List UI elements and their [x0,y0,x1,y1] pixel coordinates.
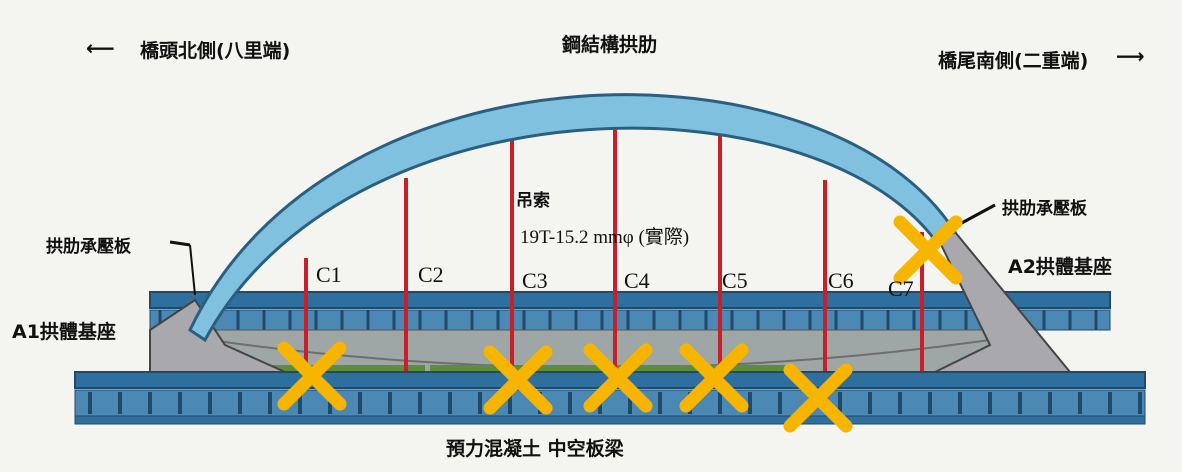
arrow-left-icon: ⟵ [86,36,115,60]
abutment-a1 [149,298,286,373]
green-strip-left [255,365,425,374]
arch-rib-label: 鋼結構拱肋 [562,34,658,56]
cross-mark [783,363,853,433]
south-end-label: 橋尾南側(二重端) [938,50,1089,72]
cross-mark [483,345,553,415]
leader-bearing-left [169,240,191,247]
arch-bearing-right-label: 拱肋承壓板 [1002,199,1087,219]
cross-mark [893,215,963,285]
hanger-spec-label: 19T-15.2 mmφ (實際) [520,227,690,248]
abutment-a1-label: A1拱體基座 [12,321,116,343]
arrow-right-icon: ⟶ [1116,44,1145,68]
cross-mark [679,343,749,413]
arch-bearing-left-label: 拱肋承壓板 [46,237,131,257]
hanger-label-c6: C6 [828,268,854,293]
hanger-title-label: 吊索 [516,191,550,211]
back-deck [149,291,1111,331]
leader-bearing-right [957,203,996,227]
cross-mark-group [277,215,963,433]
hanger-label-c4: C4 [624,268,650,293]
cross-mark [583,343,653,413]
north-end-label: 橋頭北側(八里端) [140,40,291,62]
hanger-label-c5: C5 [722,268,748,293]
hanger-label-c3: C3 [522,268,548,293]
hanger-label-c2: C2 [418,262,444,287]
cross-mark [277,341,347,411]
girder-label: 預力混凝土 中空板梁 [446,438,624,460]
abutment-a2-label: A2拱體基座 [1008,256,1112,278]
hanger-label-c7: C7 [888,276,914,301]
leader-bearing-left-down [189,244,196,296]
hanger-label-c1: C1 [316,262,342,287]
